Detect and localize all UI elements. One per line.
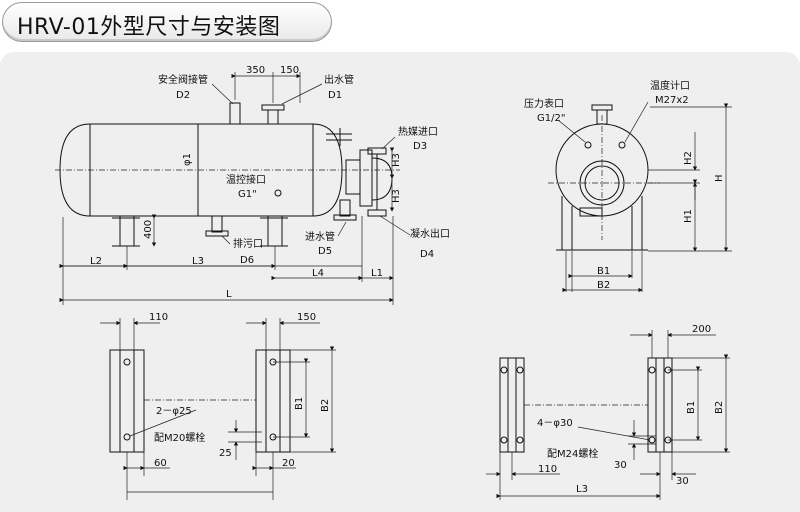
water-in-code: D5 (318, 246, 332, 257)
drain-label: 排污口 (233, 237, 263, 250)
water-out-code: D1 (328, 90, 342, 101)
pressure-label: 压力表口 (524, 97, 564, 110)
dim-350: 350 (246, 65, 265, 76)
temp-ctrl-code: G1" (238, 189, 257, 200)
fl-dim-b1: B1 (294, 397, 305, 410)
water-in-label: 进水管 (305, 230, 335, 243)
fr-dim-l3: L3 (576, 484, 588, 495)
fr-dim-b1: B1 (686, 401, 697, 414)
safety-valve-label: 安全阀接管 (158, 73, 208, 86)
drain-code: D6 (240, 255, 254, 266)
dim-h1: H1 (683, 209, 694, 223)
side-view: 压力表口 G1/2" 温度计口 M27x2 H2 H1 H B1 B2 (524, 79, 732, 293)
dim-h2: H2 (683, 151, 694, 165)
dim-150: 150 (280, 65, 299, 76)
temp-ctrl-label: 温控接口 (226, 173, 266, 186)
front-view: 350 150 安全阀接管 D2 出水管 D1 热媒进口 D3 H3 H3 凝水… (55, 65, 450, 305)
fr-dim-30-b: 30 (676, 476, 689, 487)
water-out-label: 出水管 (324, 73, 354, 86)
drawing-panel (0, 52, 800, 512)
pad-right-b (647, 357, 673, 453)
fl-dim-110: 110 (149, 312, 168, 323)
dim-l: L (226, 289, 232, 300)
fl-dim-60: 60 (154, 458, 167, 469)
fl-dim-b2: B2 (320, 399, 331, 412)
fr-bolts: 配M24螺栓 (547, 447, 598, 460)
pressure-code: G1/2" (537, 113, 565, 124)
fl-bolts: 配M20螺栓 (154, 431, 205, 444)
steam-in-label: 热媒进口 (398, 125, 438, 138)
fl-dim-20: 20 (282, 458, 295, 469)
dim-l4: L4 (312, 268, 324, 279)
fr-holes: 4－φ30 (537, 418, 573, 429)
support-right (260, 216, 288, 247)
fr-dim-b2: B2 (714, 401, 725, 414)
side-support (556, 196, 648, 251)
foundation-left: 110 150 B1 B2 2－φ25 配M20螺栓 25 60 20 (100, 312, 336, 500)
safety-valve-code: D2 (176, 90, 190, 101)
condensate-label: 凝水出口 (410, 227, 450, 240)
dim-h3-a: H3 (391, 153, 402, 167)
dim-l2: L2 (90, 256, 102, 267)
drain-flange (205, 230, 229, 237)
condensate-flange (367, 209, 387, 217)
fr-dim-30-a: 30 (614, 460, 627, 471)
side-dim-b1: B1 (597, 266, 610, 277)
fr-dim-110: 110 (538, 464, 557, 475)
fl-holes: 2－φ25 (156, 406, 192, 417)
title-tab: HRV-01外型尺寸与安装图 (2, 2, 332, 42)
side-dim-b2: B2 (597, 280, 610, 291)
steam-in-flange (367, 147, 387, 155)
fl-dim-150: 150 (297, 312, 316, 323)
pad-right-a (499, 357, 525, 453)
dim-400: 400 (143, 220, 154, 239)
dim-h: H (714, 174, 725, 182)
foundation-right: 200 B1 B2 4－φ30 配M24螺栓 30 110 30 L3 (486, 324, 730, 500)
dim-l3: L3 (192, 256, 204, 267)
thermo-code: M27x2 (655, 95, 689, 106)
safety-valve-nozzle (229, 102, 241, 125)
thermo-label: 温度计口 (650, 79, 690, 92)
page-title: HRV-01外型尺寸与安装图 (17, 15, 281, 40)
dim-h3-b: H3 (391, 189, 402, 203)
support-left (112, 216, 140, 247)
fr-dim-200: 200 (692, 324, 711, 335)
dim-l1: L1 (371, 268, 383, 279)
condensate-code: D4 (420, 249, 434, 260)
steam-in-code: D3 (413, 141, 427, 152)
dim-phi1: φ1 (182, 153, 193, 166)
water-outlet-flange (261, 104, 285, 111)
fl-dim-25: 25 (219, 448, 232, 459)
water-inlet-flange (333, 214, 357, 221)
